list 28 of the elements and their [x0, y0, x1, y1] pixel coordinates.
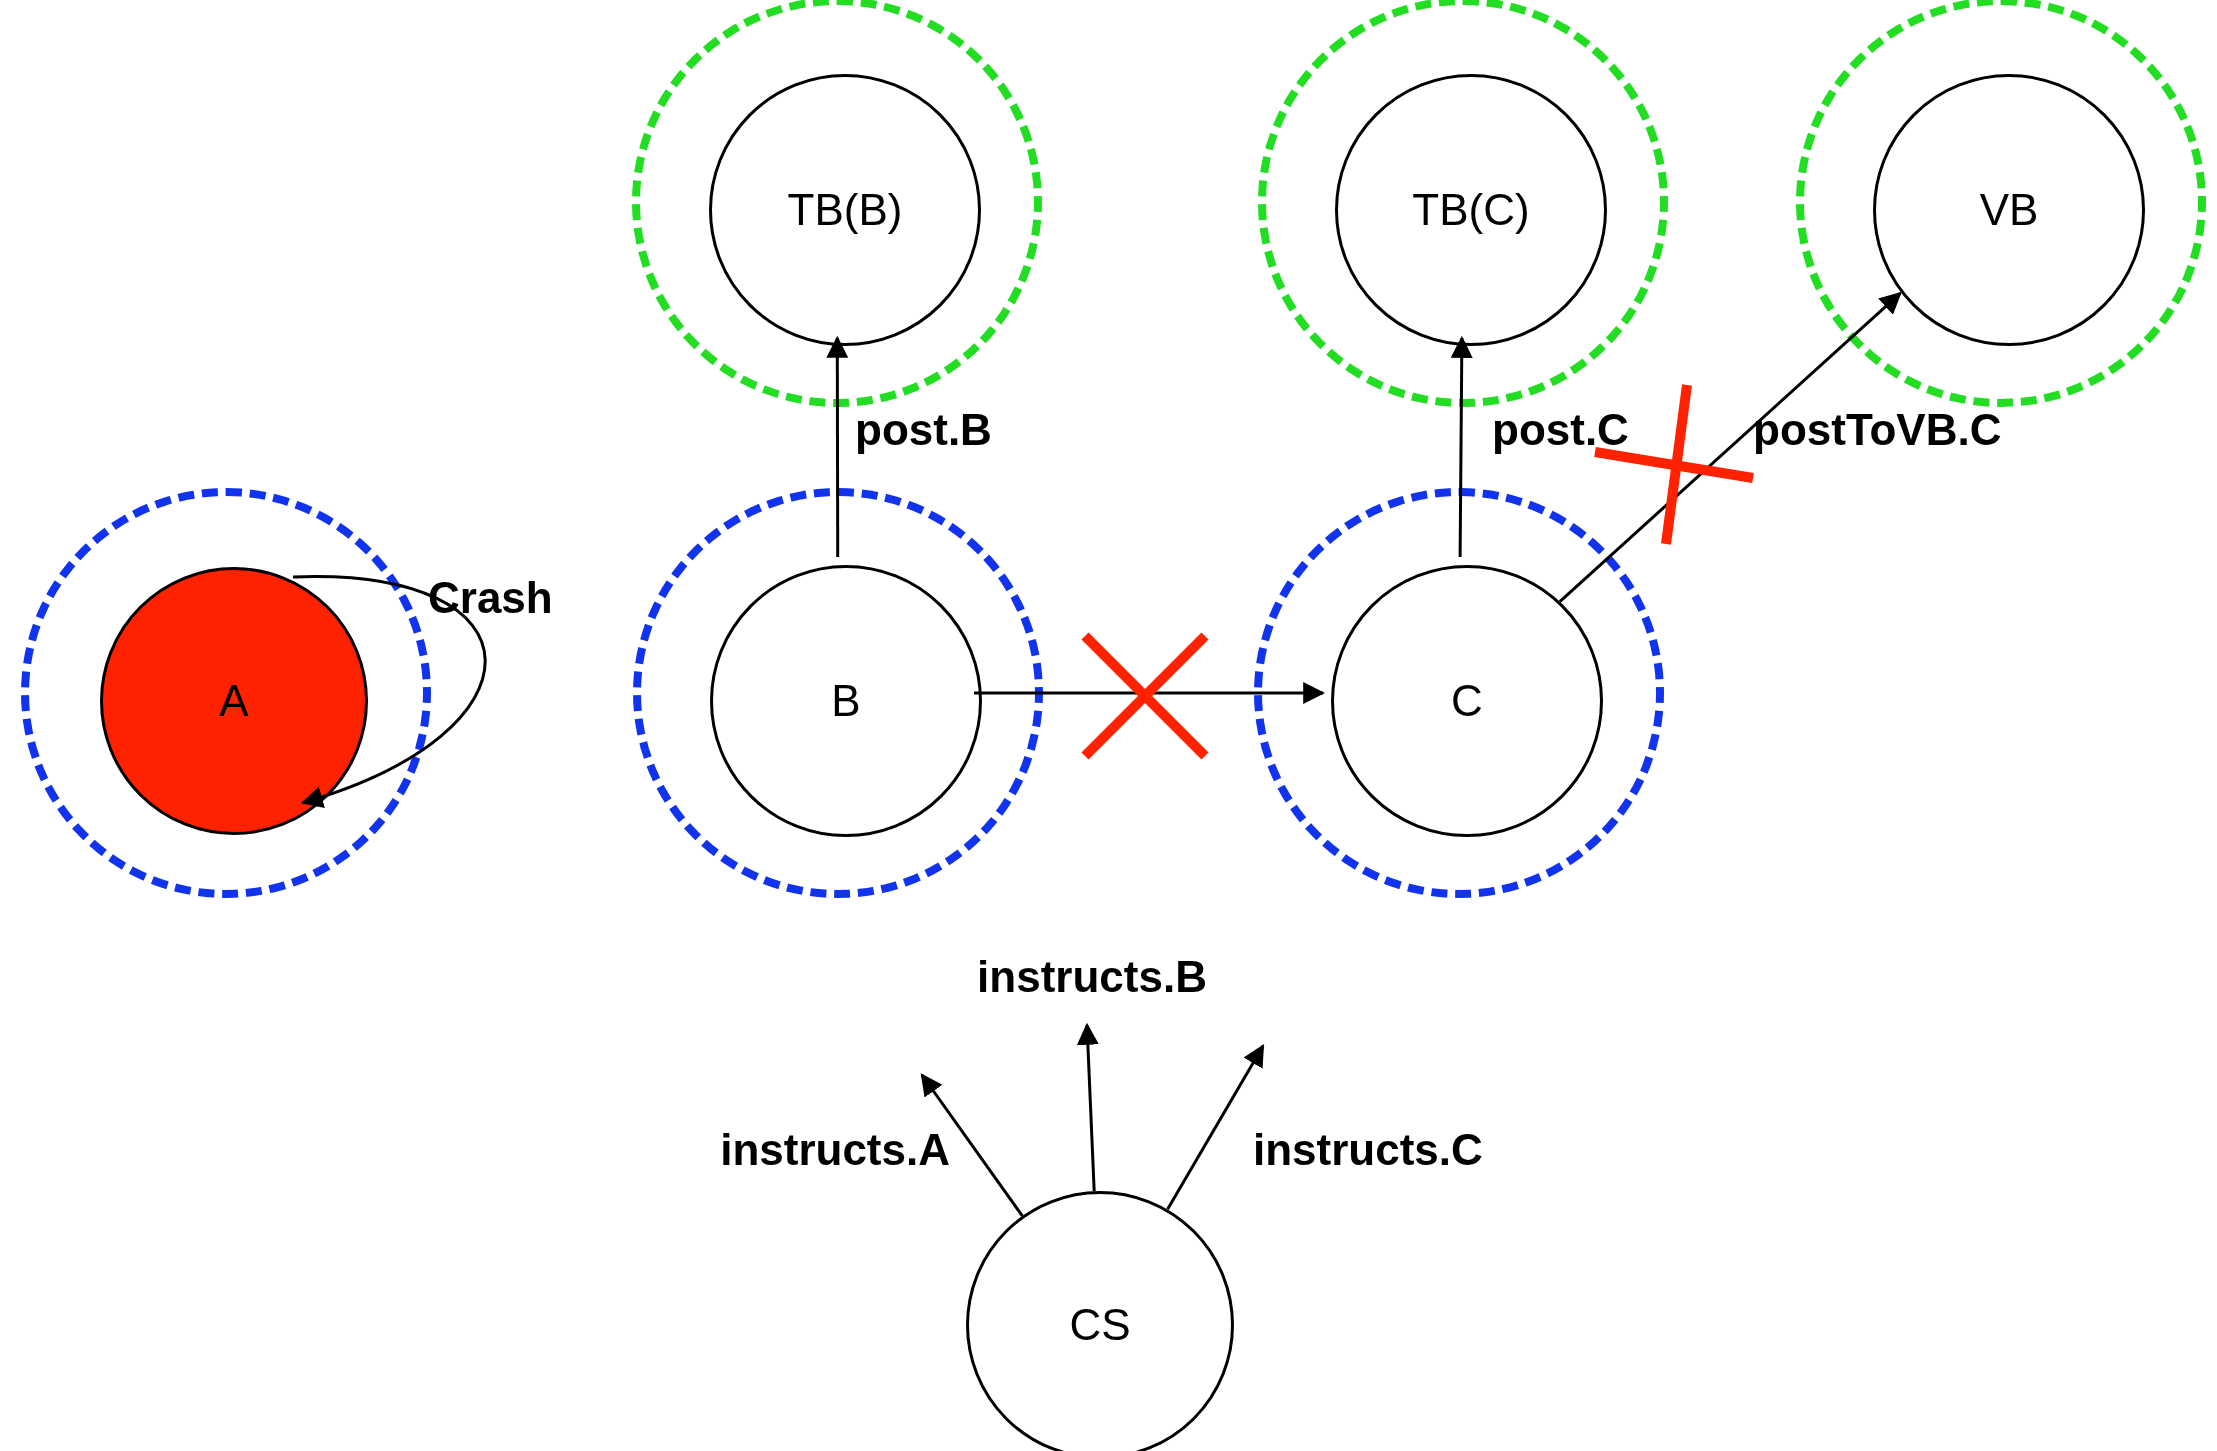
edge-label: postToVB.C [1753, 405, 2002, 455]
dashed-ring [633, 488, 1043, 898]
edge-label: Crash [428, 573, 553, 623]
arrow [1558, 291, 1902, 603]
arrow [292, 575, 487, 807]
node-label: C [1451, 676, 1483, 726]
dashed-ring [1254, 488, 1664, 898]
arrow [1166, 1044, 1265, 1211]
arrow [1076, 1022, 1099, 1192]
dashed-ring [1796, 0, 2206, 407]
node-label: A [219, 676, 249, 726]
dashed-ring [21, 488, 431, 898]
dashed-ring [632, 0, 1042, 407]
node-label: B [831, 676, 861, 726]
arrow [974, 682, 1326, 704]
node-label: CS [1069, 1300, 1131, 1350]
node-label: VB [1979, 185, 2039, 235]
node-label: TB(B) [787, 185, 903, 235]
arrow [1450, 335, 1473, 557]
edge-label: post.B [855, 405, 992, 455]
dashed-ring [1258, 0, 1668, 407]
edge-label: instructs.A [720, 1125, 950, 1175]
edge-label: post.C [1492, 405, 1629, 455]
edge-label: instructs.B [977, 952, 1207, 1002]
arrow [826, 335, 849, 557]
edge-label: instructs.C [1253, 1125, 1483, 1175]
arrow [920, 1073, 1024, 1217]
node-label: TB(C) [1412, 185, 1530, 235]
